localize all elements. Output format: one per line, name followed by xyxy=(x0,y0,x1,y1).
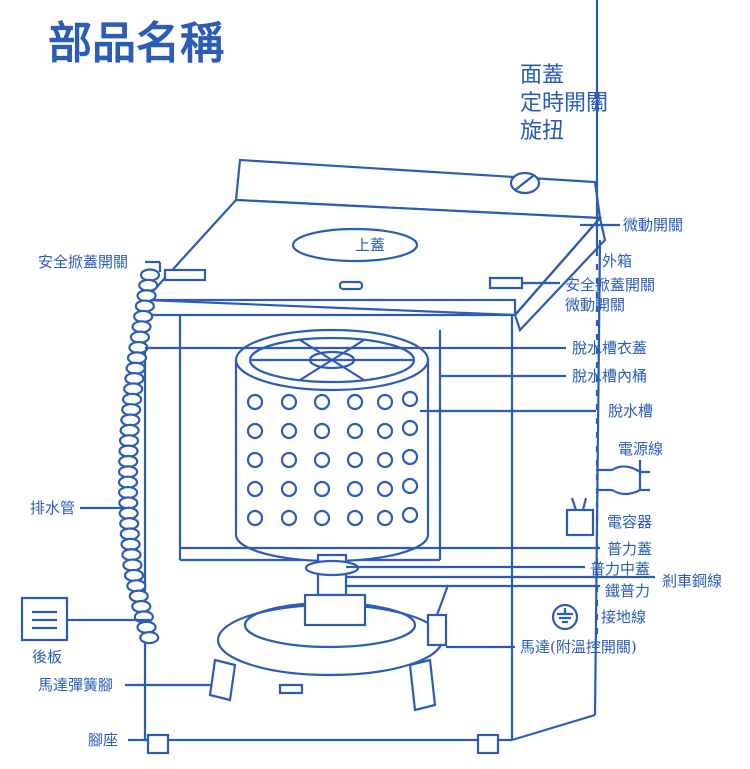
label-safety-switch-left: 安全掀蓋開關 xyxy=(38,253,128,271)
tub-hole xyxy=(401,477,419,495)
capacitor-icon xyxy=(565,497,595,537)
label-micro-switch-top: 微動開關 xyxy=(623,216,683,234)
tub-hole xyxy=(376,422,394,440)
tub-hole xyxy=(401,506,419,524)
label-power-cord: 電源線 xyxy=(618,440,663,458)
tub-hole xyxy=(280,480,298,498)
label-ground-wire: 接地線 xyxy=(601,608,646,626)
tub-hole xyxy=(246,480,264,498)
tub-hole xyxy=(401,419,419,437)
label-safety-switch-right: 安全掀蓋開關 xyxy=(565,276,655,294)
leader-lines xyxy=(67,0,655,742)
ground-icon xyxy=(551,603,579,631)
tub-hole xyxy=(313,480,331,498)
tub-hole xyxy=(346,451,364,469)
hose-segment xyxy=(123,568,145,583)
label-back-panel: 後板 xyxy=(32,648,62,666)
tub-hole xyxy=(280,422,298,440)
tub-hole xyxy=(246,422,264,440)
label-lid: 上蓋 xyxy=(355,236,385,254)
label-motor: 馬達(附溫控開關) xyxy=(520,638,637,656)
label-drain-hose: 排水管 xyxy=(30,499,75,517)
label-cabinet: 外箱 xyxy=(602,252,632,270)
power-plug-icon xyxy=(596,460,650,496)
tub-hole xyxy=(376,393,394,411)
label-pulley-mid-cover: 普力中蓋 xyxy=(590,560,650,578)
tub-hole xyxy=(401,448,419,466)
right-safety-switch xyxy=(488,276,524,290)
label-face-cover: 面蓋 xyxy=(520,63,564,88)
hose-segment xyxy=(126,579,147,593)
base-foot-right xyxy=(476,733,500,755)
tub-hole xyxy=(246,451,264,469)
tub-hole xyxy=(346,509,364,527)
motor-assembly xyxy=(208,553,450,712)
hose-segment xyxy=(136,620,157,634)
tub-hole xyxy=(346,480,364,498)
hose-segment xyxy=(128,589,149,603)
label-brake-wire: 剎車鋼線 xyxy=(662,572,722,590)
tub-hole xyxy=(313,451,331,469)
page-title: 部品名稱 xyxy=(48,18,224,69)
back-panel-icon xyxy=(20,596,69,642)
tub-hole xyxy=(280,393,298,411)
spin-tub xyxy=(234,328,430,563)
tub-hole xyxy=(376,451,394,469)
tub-hole xyxy=(376,509,394,527)
tub-hole xyxy=(401,390,419,408)
label-spin-tub: 脫水槽 xyxy=(608,402,653,420)
tub-hole xyxy=(313,509,331,527)
label-spin-cover: 脫水槽衣蓋 xyxy=(572,339,647,357)
tub-hole xyxy=(376,480,394,498)
label-motor-spring-foot: 馬達彈簧腳 xyxy=(38,676,113,694)
label-safety-micro-switch: 微動開關 xyxy=(565,296,625,314)
tub-hole xyxy=(280,451,298,469)
tub-hole xyxy=(313,393,331,411)
tub-hole xyxy=(346,393,364,411)
label-base-foot: 腳座 xyxy=(88,731,118,749)
label-iron-pulley: 鐵普力 xyxy=(605,582,650,600)
hose-segment xyxy=(131,599,152,614)
tub-hole xyxy=(346,422,364,440)
hose-segment xyxy=(139,630,160,645)
label-pulley-cover: 普力蓋 xyxy=(607,540,652,558)
tub-hole xyxy=(313,422,331,440)
label-knob: 旋扭 xyxy=(520,119,564,144)
left-safety-switch xyxy=(163,268,207,282)
label-capacitor: 電容器 xyxy=(607,513,652,531)
tub-hole xyxy=(280,509,298,527)
tub-hole xyxy=(246,509,264,527)
tub-hole xyxy=(246,393,264,411)
base-foot-left xyxy=(146,733,170,755)
drain-hose xyxy=(117,268,161,645)
label-spin-inner: 脫水槽內桶 xyxy=(572,367,647,385)
label-timer-switch: 定時開關 xyxy=(520,91,608,116)
